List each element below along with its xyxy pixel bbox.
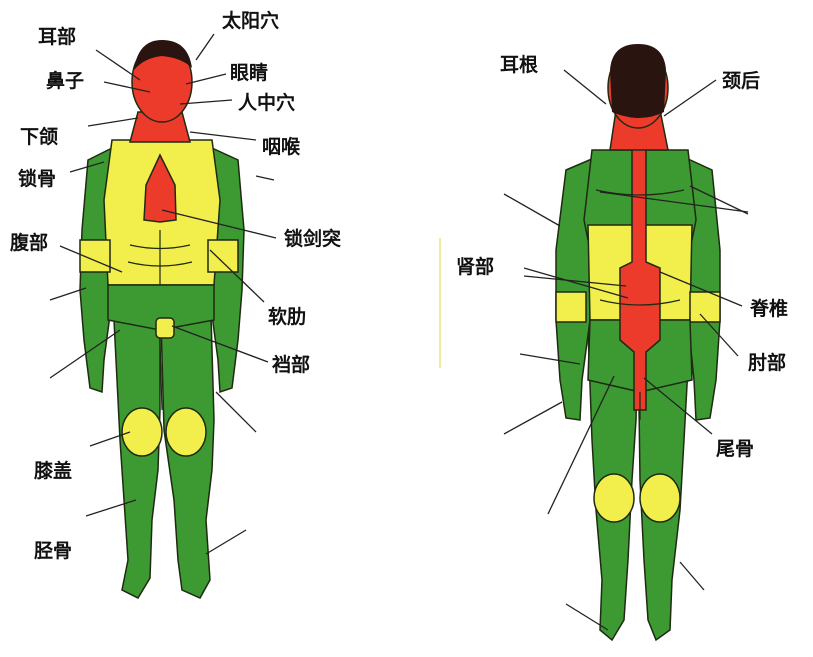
label-ear-root: 耳根: [500, 54, 538, 76]
back-left-elbow-band: [556, 292, 586, 322]
label-nape: 颈后: [722, 70, 760, 92]
label-nose: 鼻子: [46, 70, 84, 92]
back-hair: [610, 44, 666, 118]
back-right-knee: [640, 474, 680, 522]
label-ribs: 软肋: [268, 306, 306, 328]
label-knee: 膝盖: [34, 460, 72, 482]
back-right-elbow-band: [690, 292, 720, 322]
label-ear: 耳部: [38, 26, 76, 48]
front-left-knee: [122, 408, 162, 456]
label-jaw: 下颌: [20, 126, 58, 148]
label-shin: 胫骨: [34, 540, 72, 562]
label-throat: 咽喉: [262, 136, 300, 158]
label-coccyx: 尾骨: [716, 438, 754, 460]
front-right-elbow-band: [208, 240, 238, 272]
front-groin-zone: [156, 318, 174, 338]
front-right-knee: [166, 408, 206, 456]
label-elbow: 肘部: [748, 352, 786, 374]
label-abdomen: 腹部: [10, 232, 48, 254]
label-kidney: 肾部: [456, 256, 494, 278]
label-philtrum: 人中穴: [238, 92, 295, 114]
label-spine: 脊椎: [750, 298, 788, 320]
back-figure: [556, 44, 720, 640]
label-xiphoid: 锁剑突: [284, 228, 341, 250]
back-left-knee: [594, 474, 634, 522]
label-collarbone: 锁骨: [18, 168, 56, 190]
label-groin: 裆部: [272, 354, 310, 376]
label-temple: 太阳穴: [222, 10, 279, 32]
label-eyes: 眼睛: [230, 62, 268, 84]
